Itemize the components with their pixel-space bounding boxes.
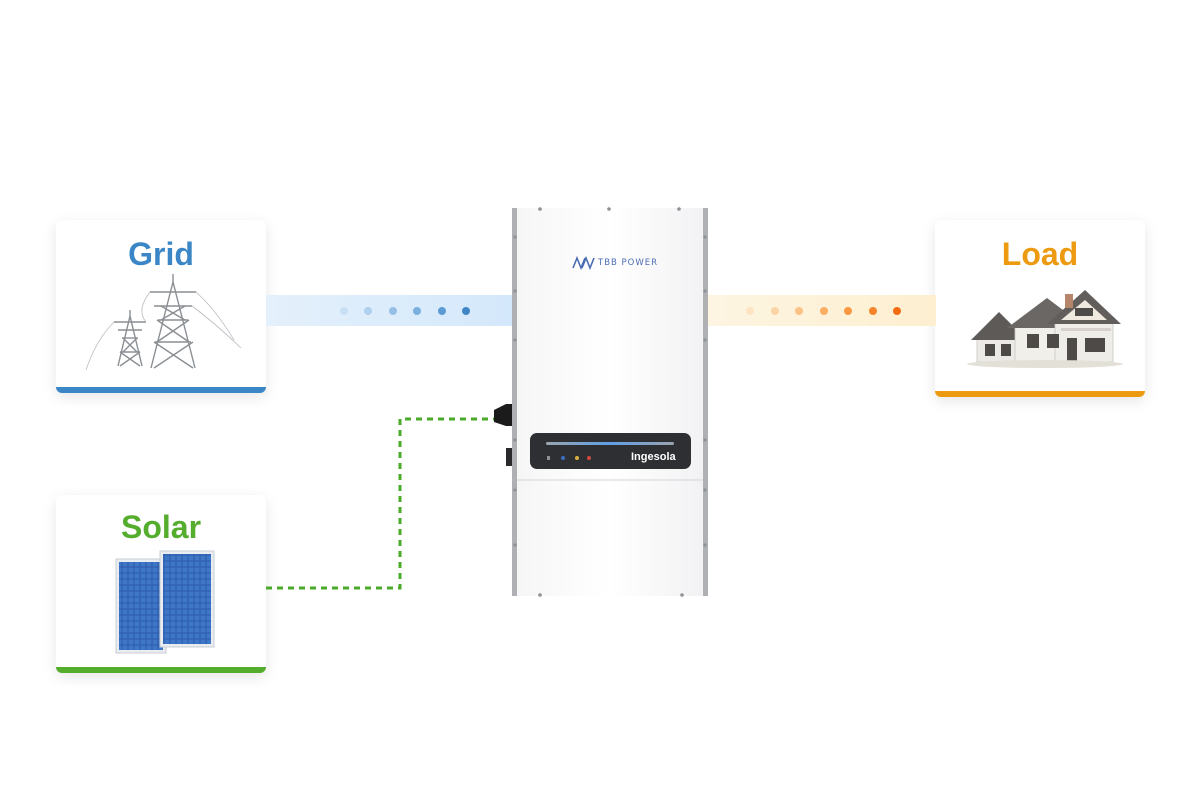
load-flow-band — [708, 295, 936, 326]
solar-accent-bar — [56, 667, 266, 673]
grid-label: Grid — [128, 236, 194, 272]
inverter-brand: TBB POWER — [598, 258, 659, 268]
flow-dot — [315, 306, 323, 315]
grid-accent-bar — [56, 387, 266, 393]
load-accent-bar — [935, 391, 1145, 397]
flow-dot — [462, 306, 470, 315]
grid-flow-band — [266, 295, 514, 326]
solar-card: Solar — [56, 495, 266, 673]
transmission-tower-icon — [85, 274, 242, 371]
house-icon — [967, 290, 1123, 368]
solar-label: Solar — [120, 509, 202, 545]
flow-dot — [893, 306, 901, 315]
solar-panel-icon — [115, 550, 215, 654]
flow-dot — [413, 306, 421, 315]
flow-dot — [795, 306, 803, 315]
flow-dot — [437, 306, 446, 315]
flow-dot — [388, 306, 397, 315]
flow-dot — [339, 306, 348, 315]
flow-dot — [844, 306, 852, 315]
inverter-model: Ingesola — [631, 451, 676, 463]
grid-card: Grid — [56, 220, 266, 393]
load-card: Load — [935, 220, 1145, 397]
flow-dot — [746, 306, 754, 315]
flow-dot — [770, 306, 779, 315]
flow-dot — [364, 306, 372, 315]
flow-dot — [868, 306, 877, 315]
load-label: Load — [1001, 236, 1079, 272]
flow-dot — [819, 306, 828, 315]
